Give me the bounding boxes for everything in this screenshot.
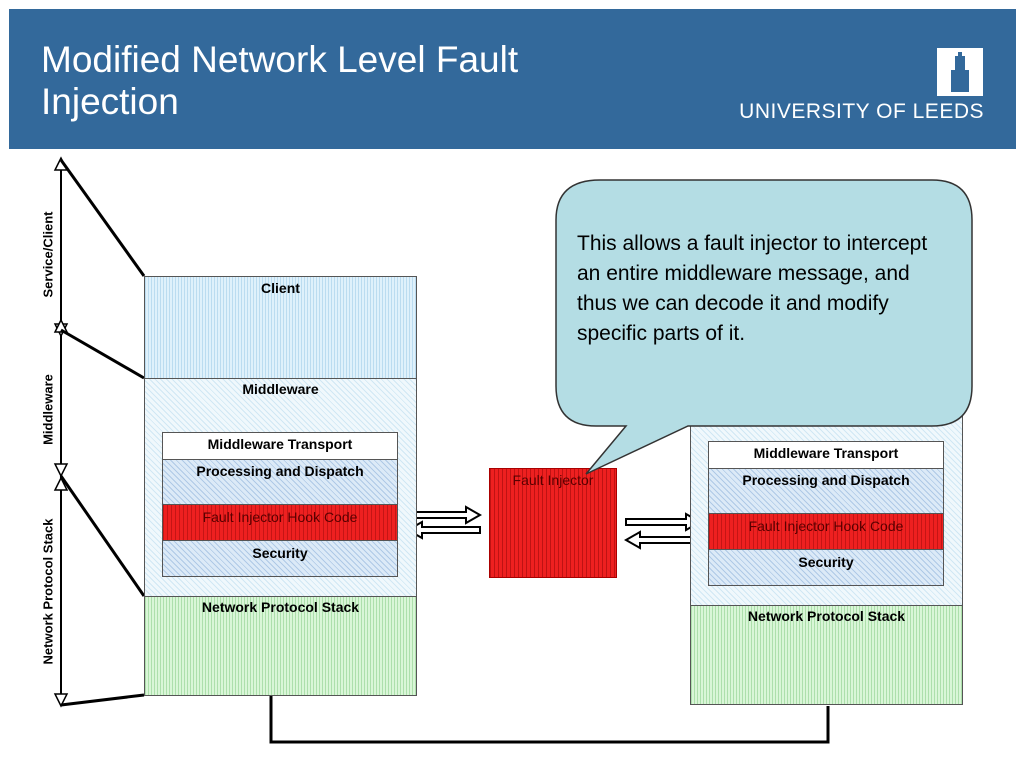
- right-processing-box: Processing and Dispatch: [708, 468, 944, 514]
- left-network-layer: Network Protocol Stack: [144, 596, 417, 696]
- left-client-layer: Client: [144, 276, 417, 379]
- slide-title: Modified Network Level Fault Injection: [41, 39, 518, 123]
- left-middleware-label: Middleware: [242, 381, 319, 397]
- right-hook-box: Fault Injector Hook Code: [708, 513, 944, 550]
- left-hook-label: Fault Injector Hook Code: [202, 509, 358, 525]
- right-hook-label: Fault Injector Hook Code: [748, 518, 904, 534]
- right-processing-label: Processing and Dispatch: [742, 472, 910, 488]
- university-name: UNIVERSITY OF LEEDS: [739, 100, 984, 123]
- fault-injector-label: Fault Injector: [512, 472, 594, 488]
- right-transport-label: Middleware Transport: [753, 445, 899, 461]
- title-banner: Modified Network Level Fault Injection U…: [9, 9, 1016, 149]
- callout-text: This allows a fault injector to intercep…: [577, 232, 928, 345]
- left-processing-label: Processing and Dispatch: [196, 463, 364, 479]
- slide-title-line-2: Injection: [41, 81, 179, 122]
- right-security-box: Security: [708, 549, 944, 586]
- slide-title-line-1: Modified Network Level Fault: [41, 39, 519, 80]
- left-hook-box: Fault Injector Hook Code: [162, 504, 398, 541]
- right-security-label: Security: [798, 554, 854, 570]
- right-network-layer: Network Protocol Stack: [690, 605, 963, 705]
- left-security-label: Security: [252, 545, 308, 561]
- right-network-label: Network Protocol Stack: [747, 608, 906, 624]
- left-network-label: Network Protocol Stack: [201, 599, 360, 615]
- left-security-box: Security: [162, 540, 398, 577]
- left-client-label: Client: [261, 280, 300, 296]
- left-transport-label: Middleware Transport: [207, 436, 353, 452]
- fault-injector-box: Fault Injector: [489, 468, 617, 578]
